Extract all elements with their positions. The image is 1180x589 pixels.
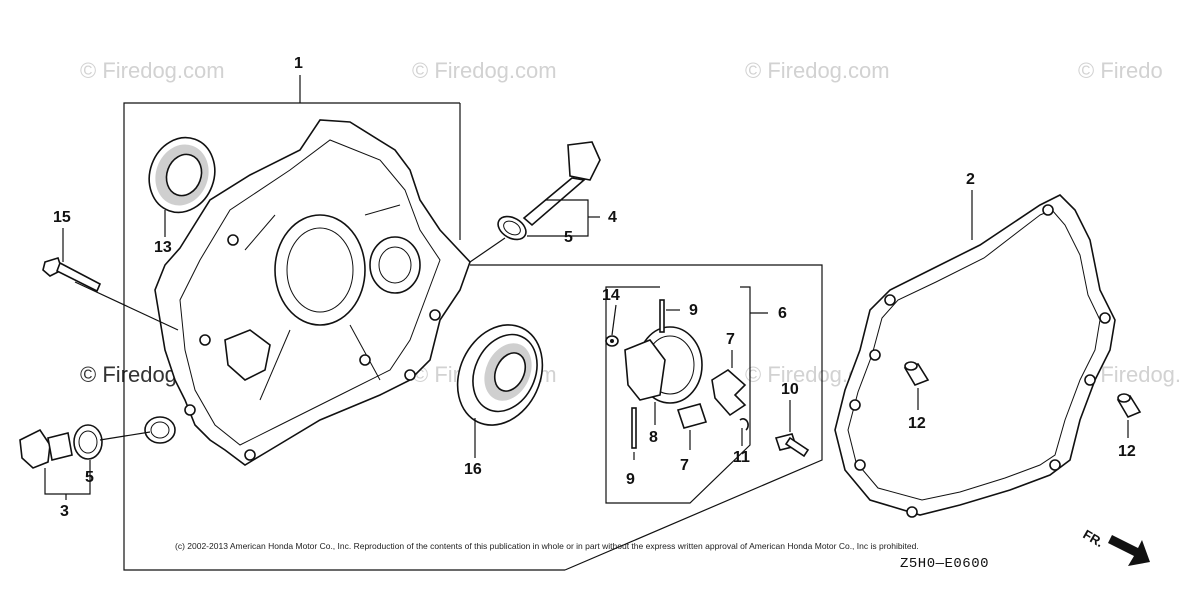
callout-1: 1 xyxy=(294,55,303,72)
watermark: © Firedo xyxy=(1078,58,1163,83)
callout-labels: 1 2 3 4 5 5 6 7 7 8 9 9 10 11 12 12 13 1… xyxy=(53,55,1136,520)
callout-9: 9 xyxy=(626,471,635,488)
diagram-code: Z5H0—E0600 xyxy=(900,556,989,572)
callout-5: 5 xyxy=(564,229,573,246)
copyright-notice: (c) 2002-2013 American Honda Motor Co., … xyxy=(175,541,919,551)
governor-gear-8 xyxy=(624,326,703,425)
callout-14: 14 xyxy=(602,287,620,304)
oil-filler-cap-4 xyxy=(469,141,601,263)
dowel-pin-12 xyxy=(903,361,1142,438)
callout-4: 4 xyxy=(608,209,617,226)
gasket-2 xyxy=(834,190,1116,518)
governor-bracket xyxy=(605,286,768,504)
callout-12: 12 xyxy=(1118,443,1136,460)
callout-5: 5 xyxy=(85,469,94,486)
callout-7: 7 xyxy=(726,331,735,348)
callout-10: 10 xyxy=(781,381,799,398)
callout-11: 11 xyxy=(733,449,750,466)
radial-bearing-16 xyxy=(456,324,544,458)
front-label: FR. xyxy=(1081,527,1107,550)
callout-2: 2 xyxy=(966,171,975,188)
circlip-11 xyxy=(739,418,749,446)
case-cover-drawing xyxy=(144,119,471,466)
callout-9: 9 xyxy=(689,302,698,319)
callout-12: 12 xyxy=(908,415,926,432)
washer-14 xyxy=(605,335,619,347)
callout-6: 6 xyxy=(778,305,787,322)
callout-3: 3 xyxy=(60,503,69,520)
front-direction-arrow: FR. xyxy=(1081,527,1150,566)
case-cover-bracket xyxy=(123,75,823,571)
watermark: © Firedog.com xyxy=(412,58,557,83)
watermark: © Firedog.com xyxy=(745,58,890,83)
governor-shaft-10 xyxy=(774,400,810,458)
callout-13: 13 xyxy=(154,239,172,256)
callout-16: 16 xyxy=(464,461,482,478)
callout-8: 8 xyxy=(649,429,658,446)
oil-seal-13 xyxy=(148,136,216,237)
drain-bolt-3 xyxy=(19,424,151,500)
callout-15: 15 xyxy=(53,209,71,226)
callout-7: 7 xyxy=(680,457,689,474)
governor-holder-7 xyxy=(676,350,747,450)
watermark: © Firedog.com xyxy=(80,58,225,83)
pin-9 xyxy=(631,299,680,460)
flange-bolt-15 xyxy=(42,228,179,331)
